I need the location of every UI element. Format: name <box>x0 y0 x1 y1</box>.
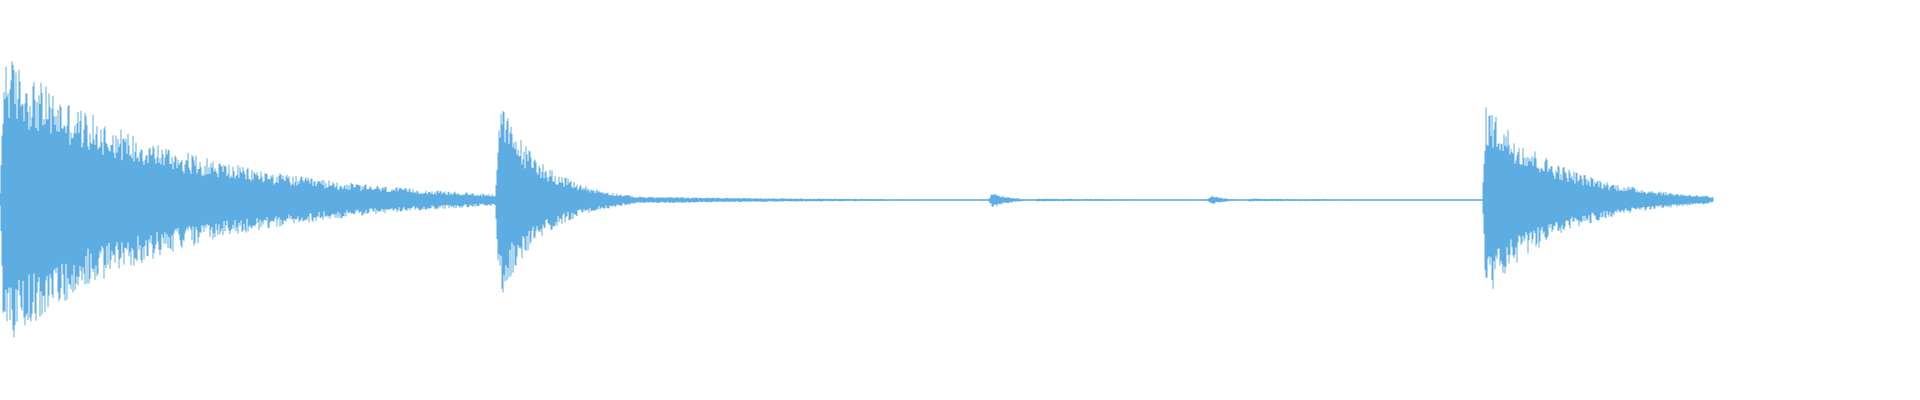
waveform-trace <box>0 61 1714 338</box>
waveform-samples <box>0 61 1714 338</box>
